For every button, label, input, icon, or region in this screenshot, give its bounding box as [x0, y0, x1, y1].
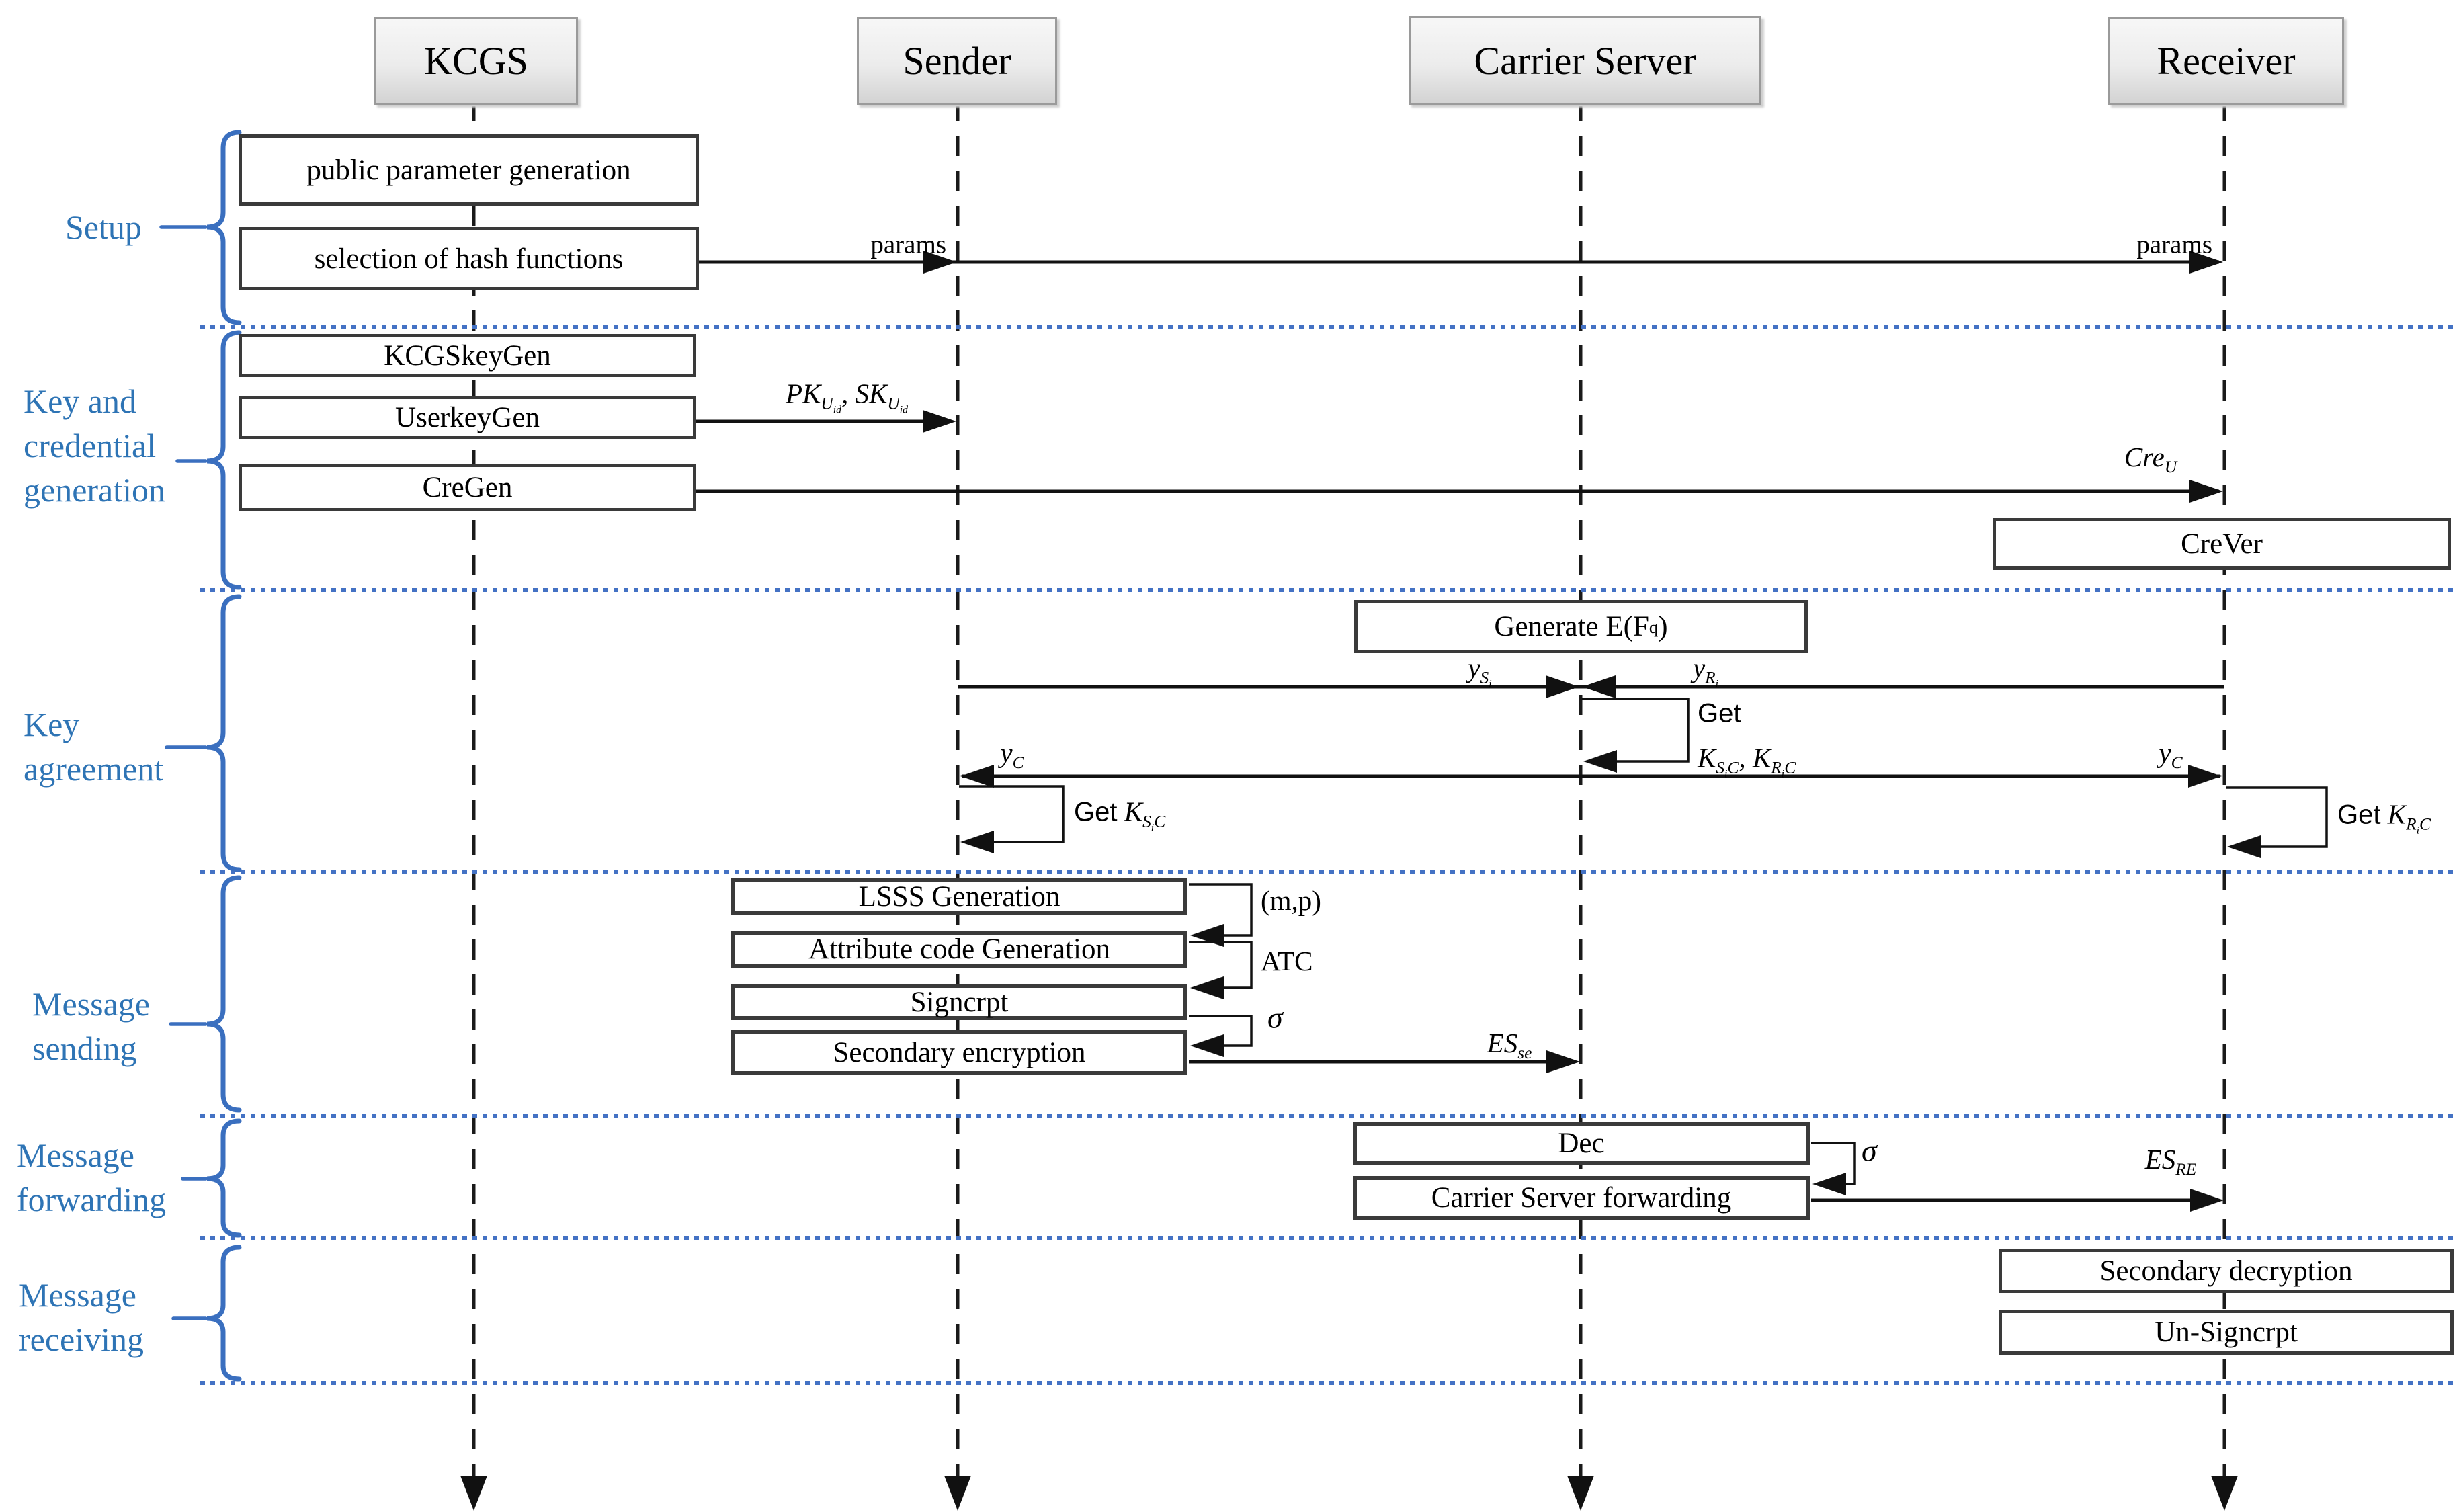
label-atc: ATC	[1261, 946, 1313, 976]
actor-carrier-server: Carrier Server	[1409, 16, 1761, 105]
section-label-setup: Setup	[65, 205, 142, 249]
sender-get-loop	[959, 785, 1065, 843]
section-label-line: credential	[24, 427, 157, 464]
label-params-receiver: params	[2136, 230, 2212, 259]
box-secondary-decryption: Secondary decryption	[1999, 1249, 2454, 1293]
actor-sender: Sender	[857, 17, 1057, 105]
receiver-get-loop	[2226, 786, 2328, 848]
section-label-message-sending: Message sending	[32, 982, 150, 1070]
label-get-ksic: Get KSiC	[1074, 795, 1166, 834]
label-y-si: ySi	[1468, 652, 1492, 690]
brace-connector-dashes	[159, 225, 208, 1320]
label-get-word: Get	[2337, 800, 2381, 830]
section-label-line: generation	[24, 471, 166, 509]
label-ksic-kric: KSiC, KRiC	[1698, 742, 1796, 780]
brace-key-agreement	[206, 594, 242, 872]
actor-kcgs: KCGS	[374, 17, 578, 105]
label-sigma-forwarding: σ	[1862, 1133, 1877, 1168]
section-label-line: Setup	[65, 208, 142, 246]
section-label-line: Message	[19, 1276, 136, 1314]
box-selection-of-hash-functions: selection of hash functions	[239, 227, 699, 290]
box-secondary-encryption: Secondary encryption	[731, 1030, 1187, 1075]
section-label-key-agreement: Key agreement	[24, 702, 163, 791]
section-braces	[159, 130, 242, 1382]
box-crever: CreVer	[1993, 518, 2451, 570]
label-y-ri: yRi	[1692, 652, 1719, 690]
message-lines	[696, 260, 2224, 1202]
label-es-se: ESse	[1487, 1027, 1532, 1063]
label-kric-math: KRiC	[2387, 798, 2431, 837]
section-label-line: Message	[17, 1136, 134, 1174]
actor-receiver: Receiver	[2108, 17, 2344, 105]
box-kcgskeygen: KCGSkeyGen	[239, 334, 696, 377]
section-label-message-forwarding: Message forwarding	[17, 1133, 166, 1222]
label-get-word: Get	[1074, 797, 1118, 827]
label-pk-sk: PKUid, SKUid	[785, 378, 909, 416]
section-label-message-receiving: Message receiving	[19, 1273, 144, 1361]
brace-message-receiving	[206, 1245, 242, 1382]
label-params-sender: params	[870, 230, 946, 259]
brace-setup	[206, 130, 242, 325]
carrier-get-loop	[1582, 698, 1690, 763]
section-label-line: agreement	[24, 750, 164, 788]
lifelines	[472, 101, 2226, 1476]
lsss-loop	[1189, 883, 1253, 937]
section-label-key-credential: Key and credential generation	[24, 379, 165, 512]
label-cre-u: CreU	[2124, 442, 2177, 477]
label-get-carrier: Get	[1698, 698, 1741, 728]
label-es-re: ESRE	[2144, 1144, 2197, 1179]
sigma-loop	[1189, 1015, 1253, 1047]
section-label-line: Key	[24, 706, 80, 743]
lifeline-end-arrowheads	[460, 1476, 2238, 1511]
section-label-line: forwarding	[17, 1181, 167, 1218]
brace-message-sending	[206, 875, 242, 1113]
box-attribute-code-generation: Attribute code Generation	[731, 931, 1187, 968]
box-carrier-server-forwarding: Carrier Server forwarding	[1353, 1176, 1810, 1220]
box-dec: Dec	[1353, 1122, 1810, 1165]
box-un-signcrpt: Un-Signcrpt	[1999, 1310, 2454, 1355]
label-sigma-sending: σ	[1267, 1000, 1283, 1035]
section-separators	[200, 325, 2457, 1385]
brace-key-credential	[206, 330, 242, 590]
box-lsss-generation: LSSS Generation	[731, 878, 1187, 915]
box-userkeygen: UserkeyGen	[239, 396, 696, 439]
section-label-line: Message	[32, 985, 150, 1023]
arrowheads	[923, 251, 2261, 1212]
section-label-line: receiving	[19, 1320, 144, 1358]
section-label-line: Key and	[24, 382, 136, 420]
box-cregen: CreGen	[239, 464, 696, 511]
box-signcrpt: Signcrpt	[731, 984, 1187, 1020]
label-ksic-math: KSiC	[1124, 796, 1166, 834]
box-public-parameter-generation: public parameter generation	[239, 134, 699, 206]
label-yc-receiver: yC	[2159, 737, 2183, 773]
label-yc-sender: yC	[1000, 737, 1024, 773]
section-label-line: sending	[32, 1030, 137, 1067]
brace-message-forwarding	[206, 1118, 242, 1238]
label-get-kric: Get KRiC	[2337, 798, 2431, 837]
label-mp: (m,p)	[1261, 885, 1321, 916]
